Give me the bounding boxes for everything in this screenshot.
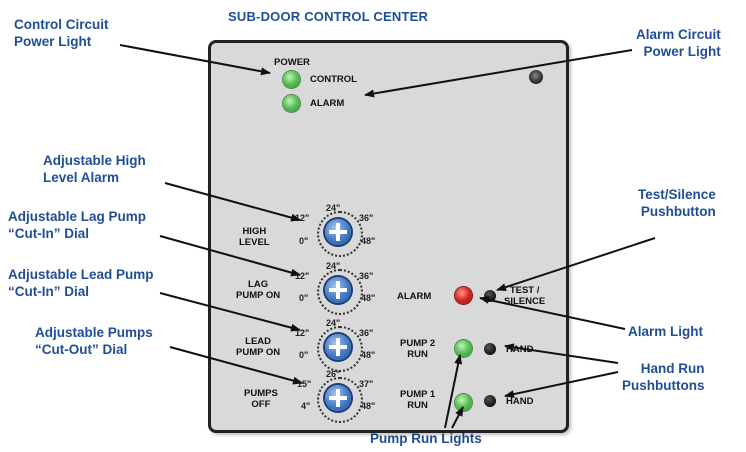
dial-tick: 12" <box>295 271 310 281</box>
diagram-title: SUB-DOOR CONTROL CENTER <box>228 9 429 24</box>
callout-adjustable-high-level-alarm: Adjustable High Level Alarm <box>43 153 146 185</box>
arrow-high-level <box>164 182 301 222</box>
dial-tick: 48" <box>361 401 376 411</box>
callout-control-circuit-power-light: Control Circuit Power Light <box>14 17 109 49</box>
pumps-off-dial-scale <box>317 377 363 423</box>
arrow-alarm-power <box>364 49 633 98</box>
dial-tick: 36" <box>359 213 374 223</box>
dial-tick: 48" <box>361 293 376 303</box>
dial-tick: 15" <box>297 379 312 389</box>
dial-tick: 48" <box>361 350 376 360</box>
arrow-pumps-off <box>169 346 303 385</box>
dial-tick: 36" <box>359 271 374 281</box>
callout-pump-run-lights: Pump Run Lights <box>370 431 482 446</box>
mounting-screw <box>529 70 543 84</box>
arrow-hand-run-pump-2 <box>504 343 619 364</box>
dial-tick: 0" <box>299 293 309 303</box>
alarm-lamp <box>455 287 472 304</box>
dial-tick: 12" <box>295 213 310 223</box>
dial-tick: 26" <box>326 369 341 379</box>
lag-pump-dial-scale <box>317 269 363 315</box>
arrow-lead-pump <box>159 292 301 332</box>
arrow-pump-run-2 <box>444 354 463 429</box>
arrow-lag-pump <box>159 235 301 277</box>
callout-alarm-light: Alarm Light <box>628 324 704 339</box>
high-level-dial[interactable] <box>325 219 351 245</box>
callout-adjustable-lead-pump-cut-in: Adjustable Lead Pump “Cut-In” Dial <box>8 267 154 299</box>
dial-tick: 0" <box>299 236 309 246</box>
dial-tick: 4" <box>301 401 311 411</box>
power-heading: POWER <box>274 57 310 68</box>
dial-tick: 24" <box>326 318 341 328</box>
alarm-power-label: ALARM <box>310 98 345 109</box>
hand-label-pump-1: HAND <box>506 396 534 407</box>
callout-alarm-circuit-power-light: Alarm Circuit Power Light <box>636 27 721 59</box>
callout-hand-run-pushbuttons: Hand Run Pushbuttons <box>622 361 705 393</box>
pump-1-hand-pushbutton[interactable] <box>484 395 496 407</box>
arrow-control-power <box>119 44 271 76</box>
alarm-label: ALARM <box>397 291 432 302</box>
dial-tick: 0" <box>299 350 309 360</box>
arrow-pump-run-1 <box>451 406 464 429</box>
hand-label-pump-2: HAND <box>506 344 534 355</box>
control-label: CONTROL <box>310 74 357 85</box>
callout-test-silence-pushbutton: Test/Silence Pushbutton <box>638 187 716 219</box>
pumps-cut-out-dial[interactable] <box>325 385 351 411</box>
dial-tick: 36" <box>359 328 374 338</box>
dial-tick: 37" <box>359 379 374 389</box>
dial-tick: 12" <box>295 328 310 338</box>
test-silence-label: TEST /SILENCE <box>504 285 546 307</box>
pump-2-run-lamp <box>455 340 472 357</box>
dial-tick: 24" <box>326 203 341 213</box>
lag-pump-cut-in-dial[interactable] <box>325 277 351 303</box>
control-power-lamp <box>283 71 300 88</box>
callout-adjustable-lag-pump-cut-in: Adjustable Lag Pump “Cut-In” Dial <box>8 209 147 241</box>
arrow-alarm-light <box>479 295 626 330</box>
alarm-power-lamp <box>283 95 300 112</box>
dial-tick: 24" <box>326 261 341 271</box>
lead-pump-cut-in-dial[interactable] <box>325 334 351 360</box>
high-level-dial-scale <box>317 211 363 257</box>
arrow-hand-run-pump-1 <box>504 371 619 399</box>
pump-2-hand-pushbutton[interactable] <box>484 343 496 355</box>
lead-pump-dial-scale <box>317 326 363 372</box>
arrow-test-silence <box>496 237 656 291</box>
callout-adjustable-pumps-cut-out: Adjustable Pumps “Cut-Out” Dial <box>35 325 153 357</box>
dial-tick: 48" <box>361 236 376 246</box>
